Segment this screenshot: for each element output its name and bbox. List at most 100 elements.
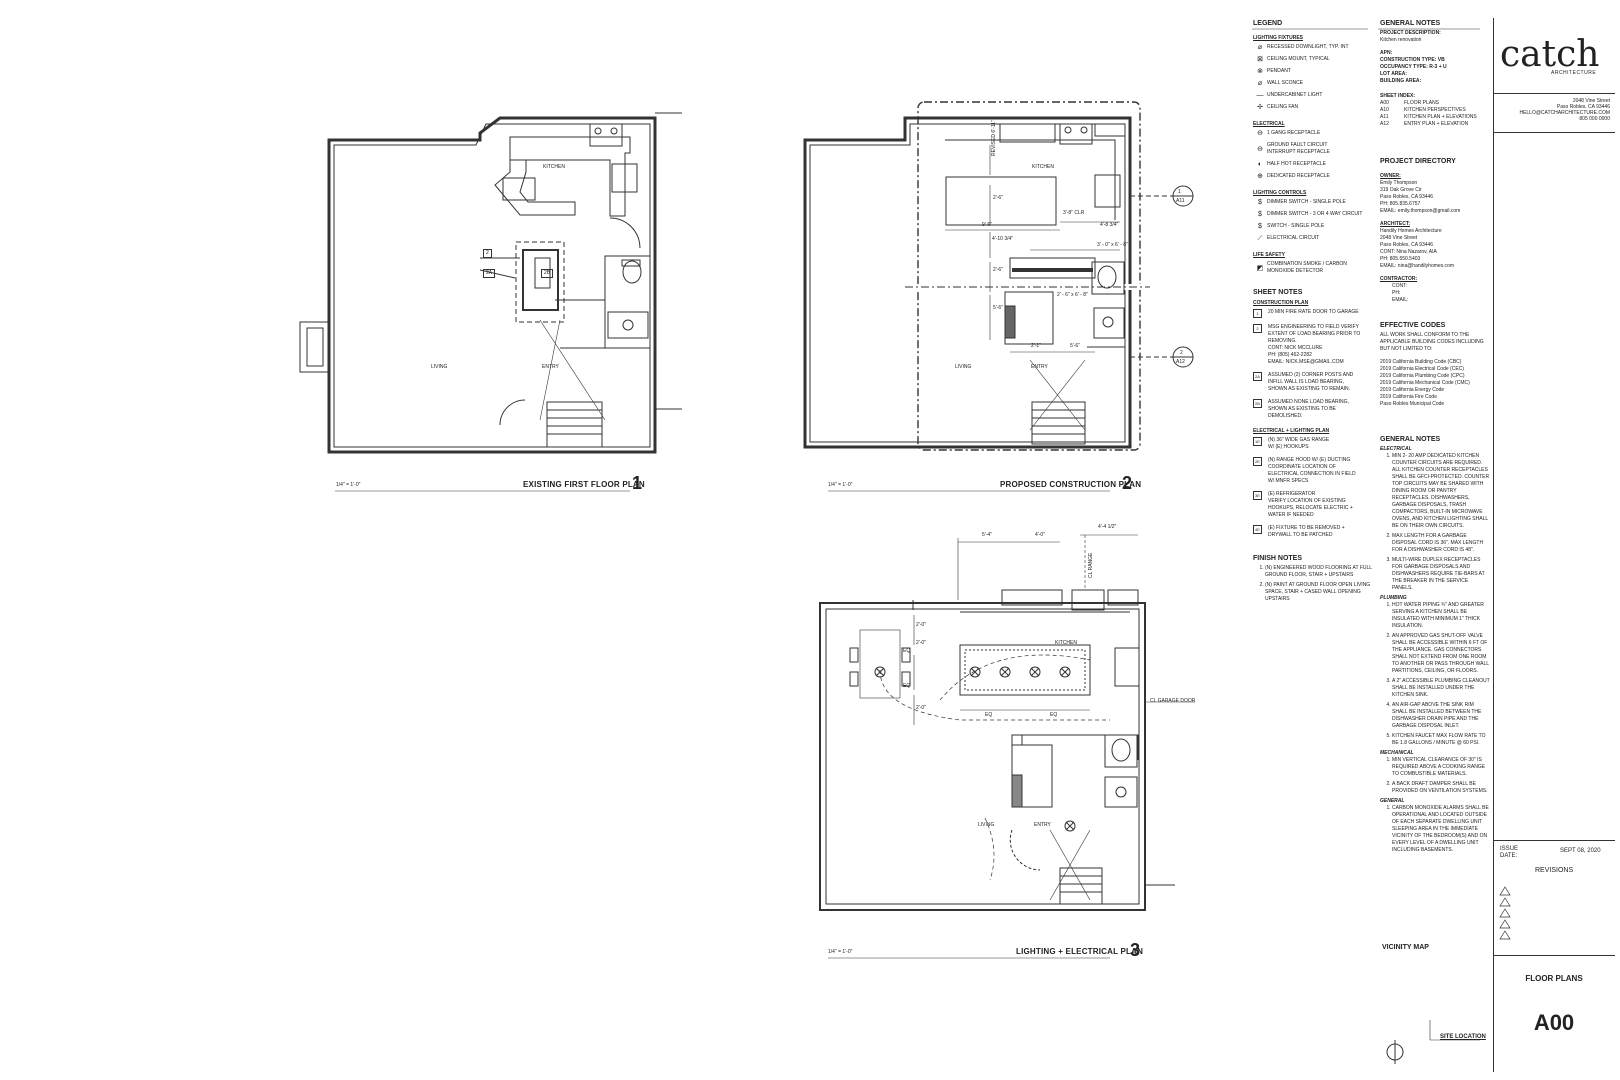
note-tag: 2B [541,269,554,278]
legend-symbol-icon: ⊕ [1257,173,1263,180]
list-item: MULTI-WIRE DUPLEX RECEPTACLES FOR GARBAG… [1392,557,1490,592]
owner-info: Emily Thompson 319 Oak Grove Cir Paso Ro… [1380,180,1461,214]
list-item: A 2" ACCESSIBLE PLUMBING CLEANOUT SHALL … [1392,678,1490,699]
legend-label: PENDANT [1267,68,1291,74]
sheet-note: 2 MSG ENGINEERING TO FIELD VERIFY EXTENT … [1253,324,1373,366]
project-description-label: PROJECT DESCRIPTION: [1380,30,1441,36]
note-tag: 4E [1253,525,1262,534]
note-text: 20 MIN FIRE RATE DOOR TO GARAGE [1268,309,1359,315]
dimension: 5'-4" [982,532,992,538]
legend-symbol-icon: ◩ [1256,264,1264,272]
sheet-number: A00 [1533,1010,1575,1035]
plan-number: 1 [632,473,643,493]
dimension: 2'-1" [1031,343,1041,349]
legend-row: —UNDERCABINET LIGHT [1253,92,1373,99]
dimension: CL RANGE [1088,552,1094,578]
dimension: 5'-6" [993,305,1003,311]
divider [1493,132,1615,133]
note-tag: 2B [1253,399,1262,408]
legend-row: ⊕ DEDICATED RECEPTACLE [1253,173,1373,180]
firm-logo: catch [1500,34,1600,75]
issue-date: SEPT 08, 2020 [1560,848,1601,854]
sheet-notes-title: SHEET NOTES [1253,289,1303,296]
dimension: EQ [1050,712,1058,718]
sheet-note: 1E (N) 36" WIDE GAS RANGE W/ (E) HOOKUPS [1253,437,1373,451]
plumbing-general-notes: HOT WATER PIPING ¾" AND GREATER SERVING … [1380,602,1490,747]
plan-number: 2 [1122,473,1133,493]
section-sheet: A12 [1176,359,1185,365]
list-item: MIN VERTICAL CLEARANCE OF 30" IS REQUIRE… [1392,757,1490,778]
architect-info: Handily Homes Architecture 2048 Vine Str… [1380,228,1454,269]
electrical-notes-list: 1E (N) 36" WIDE GAS RANGE W/ (E) HOOKUPS 2… [1253,437,1373,539]
general-notes-title: GENERAL NOTES [1380,436,1441,443]
legend-row: ⌀RECESSED DOWNLIGHT, TYP. INT [1253,44,1373,51]
dimension: 9'-6" [982,222,992,228]
note-tag: 2 [1253,324,1262,333]
legend-heading: LIGHTING FIXTURES [1253,35,1303,41]
list-item: HOT WATER PIPING ¾" AND GREATER SERVING … [1392,602,1490,630]
room-label: LIVING [431,364,448,370]
life-safety-list: ◩COMBINATION SMOKE / CARBON MONOXIDE DET… [1253,261,1373,275]
legend-symbol-icon: $ [1258,223,1262,230]
legend-label: CEILING FAN [1267,104,1299,110]
electrical-list: ⊖1 GANG RECEPTACLE⊖GROUND FAULT CIRCUIT … [1253,130,1373,180]
legend-row: ◩COMBINATION SMOKE / CARBON MONOXIDE DET… [1253,261,1373,275]
general-general-notes: CARBON MONOXIDE ALARMS SHALL BE OPERATIO… [1380,805,1490,854]
dimension: EQ [985,712,993,718]
note-text: ASSUMED NONE LOAD BEARING, SHOWN AS EXIS… [1268,399,1349,419]
list-item: (N) ENGINEERED WOOD FLOORING AT FULL GRO… [1265,565,1373,579]
sheet-note: 4E(E) FIXTURE TO BE REMOVED + DRYWALL TO… [1253,525,1373,539]
divider [1493,93,1615,94]
sheet-name: KITCHEN PLAN + ELEVATIONS [1404,114,1477,120]
notes-category: MECHANICAL [1380,750,1414,756]
proposed-construction-plan [803,101,1194,451]
owner-label: OWNER: [1380,173,1401,179]
mechanical-general-notes: MIN VERTICAL CLEARANCE OF 30" IS REQUIRE… [1380,757,1490,795]
note-text: (N) 36" WIDE GAS RANGE W/ (E) HOOKUPS [1268,437,1330,450]
legend-symbol-icon: ✢ [1257,104,1263,111]
dimension: 3' - 0" x 6' - 8" [1097,242,1128,248]
firm-logo-subtitle: ARCHITECTURE [1551,70,1597,76]
list-item: MAX LENGTH FOR A GARBAGE DISPOSAL CORD I… [1392,533,1490,554]
lighting-electrical-plan [819,534,1195,911]
codes-intro: ALL WORK SHALL CONFORM TO THE APPLICABLE… [1380,332,1484,352]
project-directory-title: PROJECT DIRECTORY [1380,158,1456,165]
room-label: KITCHEN [1055,640,1077,646]
sheet-name: FLOOR PLANS [1404,100,1440,106]
room-label: ENTRY [542,364,559,370]
legend-symbol-icon: $ [1258,199,1262,206]
note-text: MSG ENGINEERING TO FIELD VERIFY EXTENT O… [1268,324,1361,365]
legend-label: RECESSED DOWNLIGHT, TYP. INT [1267,44,1349,50]
plan-scale: 1/4" = 1'-0" [336,482,361,488]
sheet-note: 2B ASSUMED NONE LOAD BEARING, SHOWN AS EX… [1253,399,1373,420]
legend-label: DEDICATED RECEPTACLE [1267,173,1330,179]
contractor-info: CONT: PH: EMAIL: [1392,283,1409,303]
legend-title: LEGEND [1253,20,1283,27]
occupancy-type: OCCUPANCY TYPE: R-3 + U [1380,64,1447,70]
finish-notes-list: (N) ENGINEERED WOOD FLOORING AT FULL GRO… [1253,565,1373,603]
apn-label: APN: [1380,50,1393,56]
dimension: 4'-10 3/4" [992,236,1014,242]
legend-row: $DIMMER SWITCH - SINGLE POLE [1253,199,1373,206]
note-tag: 2 [483,249,492,258]
legend-row: $DIMMER SWITCH - 3 OR 4 WAY CIRCUIT [1253,211,1373,218]
legend-row: ✢ CEILING FAN [1253,104,1373,111]
dimension: 4'-0" [1035,532,1045,538]
legend-row: ⌀WALL SCONCE [1253,80,1373,87]
sheet-code: A12 [1380,121,1389,127]
note-tag: 1E [1253,437,1262,446]
site-location-label: SITE LOCATION [1440,1034,1486,1040]
note-tag: 2E [1253,457,1262,466]
note-tag: 2A [483,269,496,278]
list-item: CARBON MONOXIDE ALARMS SHALL BE OPERATIO… [1392,805,1490,854]
sheet-code: A10 [1380,107,1389,113]
note-tag: 2A [1253,372,1262,381]
firm-address: 2048 Vine Street Paso Robles, CA 93446 H… [1519,98,1610,122]
room-label: KITCHEN [543,164,565,170]
legend-label: DIMMER SWITCH - 3 OR 4 WAY CIRCUIT [1267,211,1363,217]
